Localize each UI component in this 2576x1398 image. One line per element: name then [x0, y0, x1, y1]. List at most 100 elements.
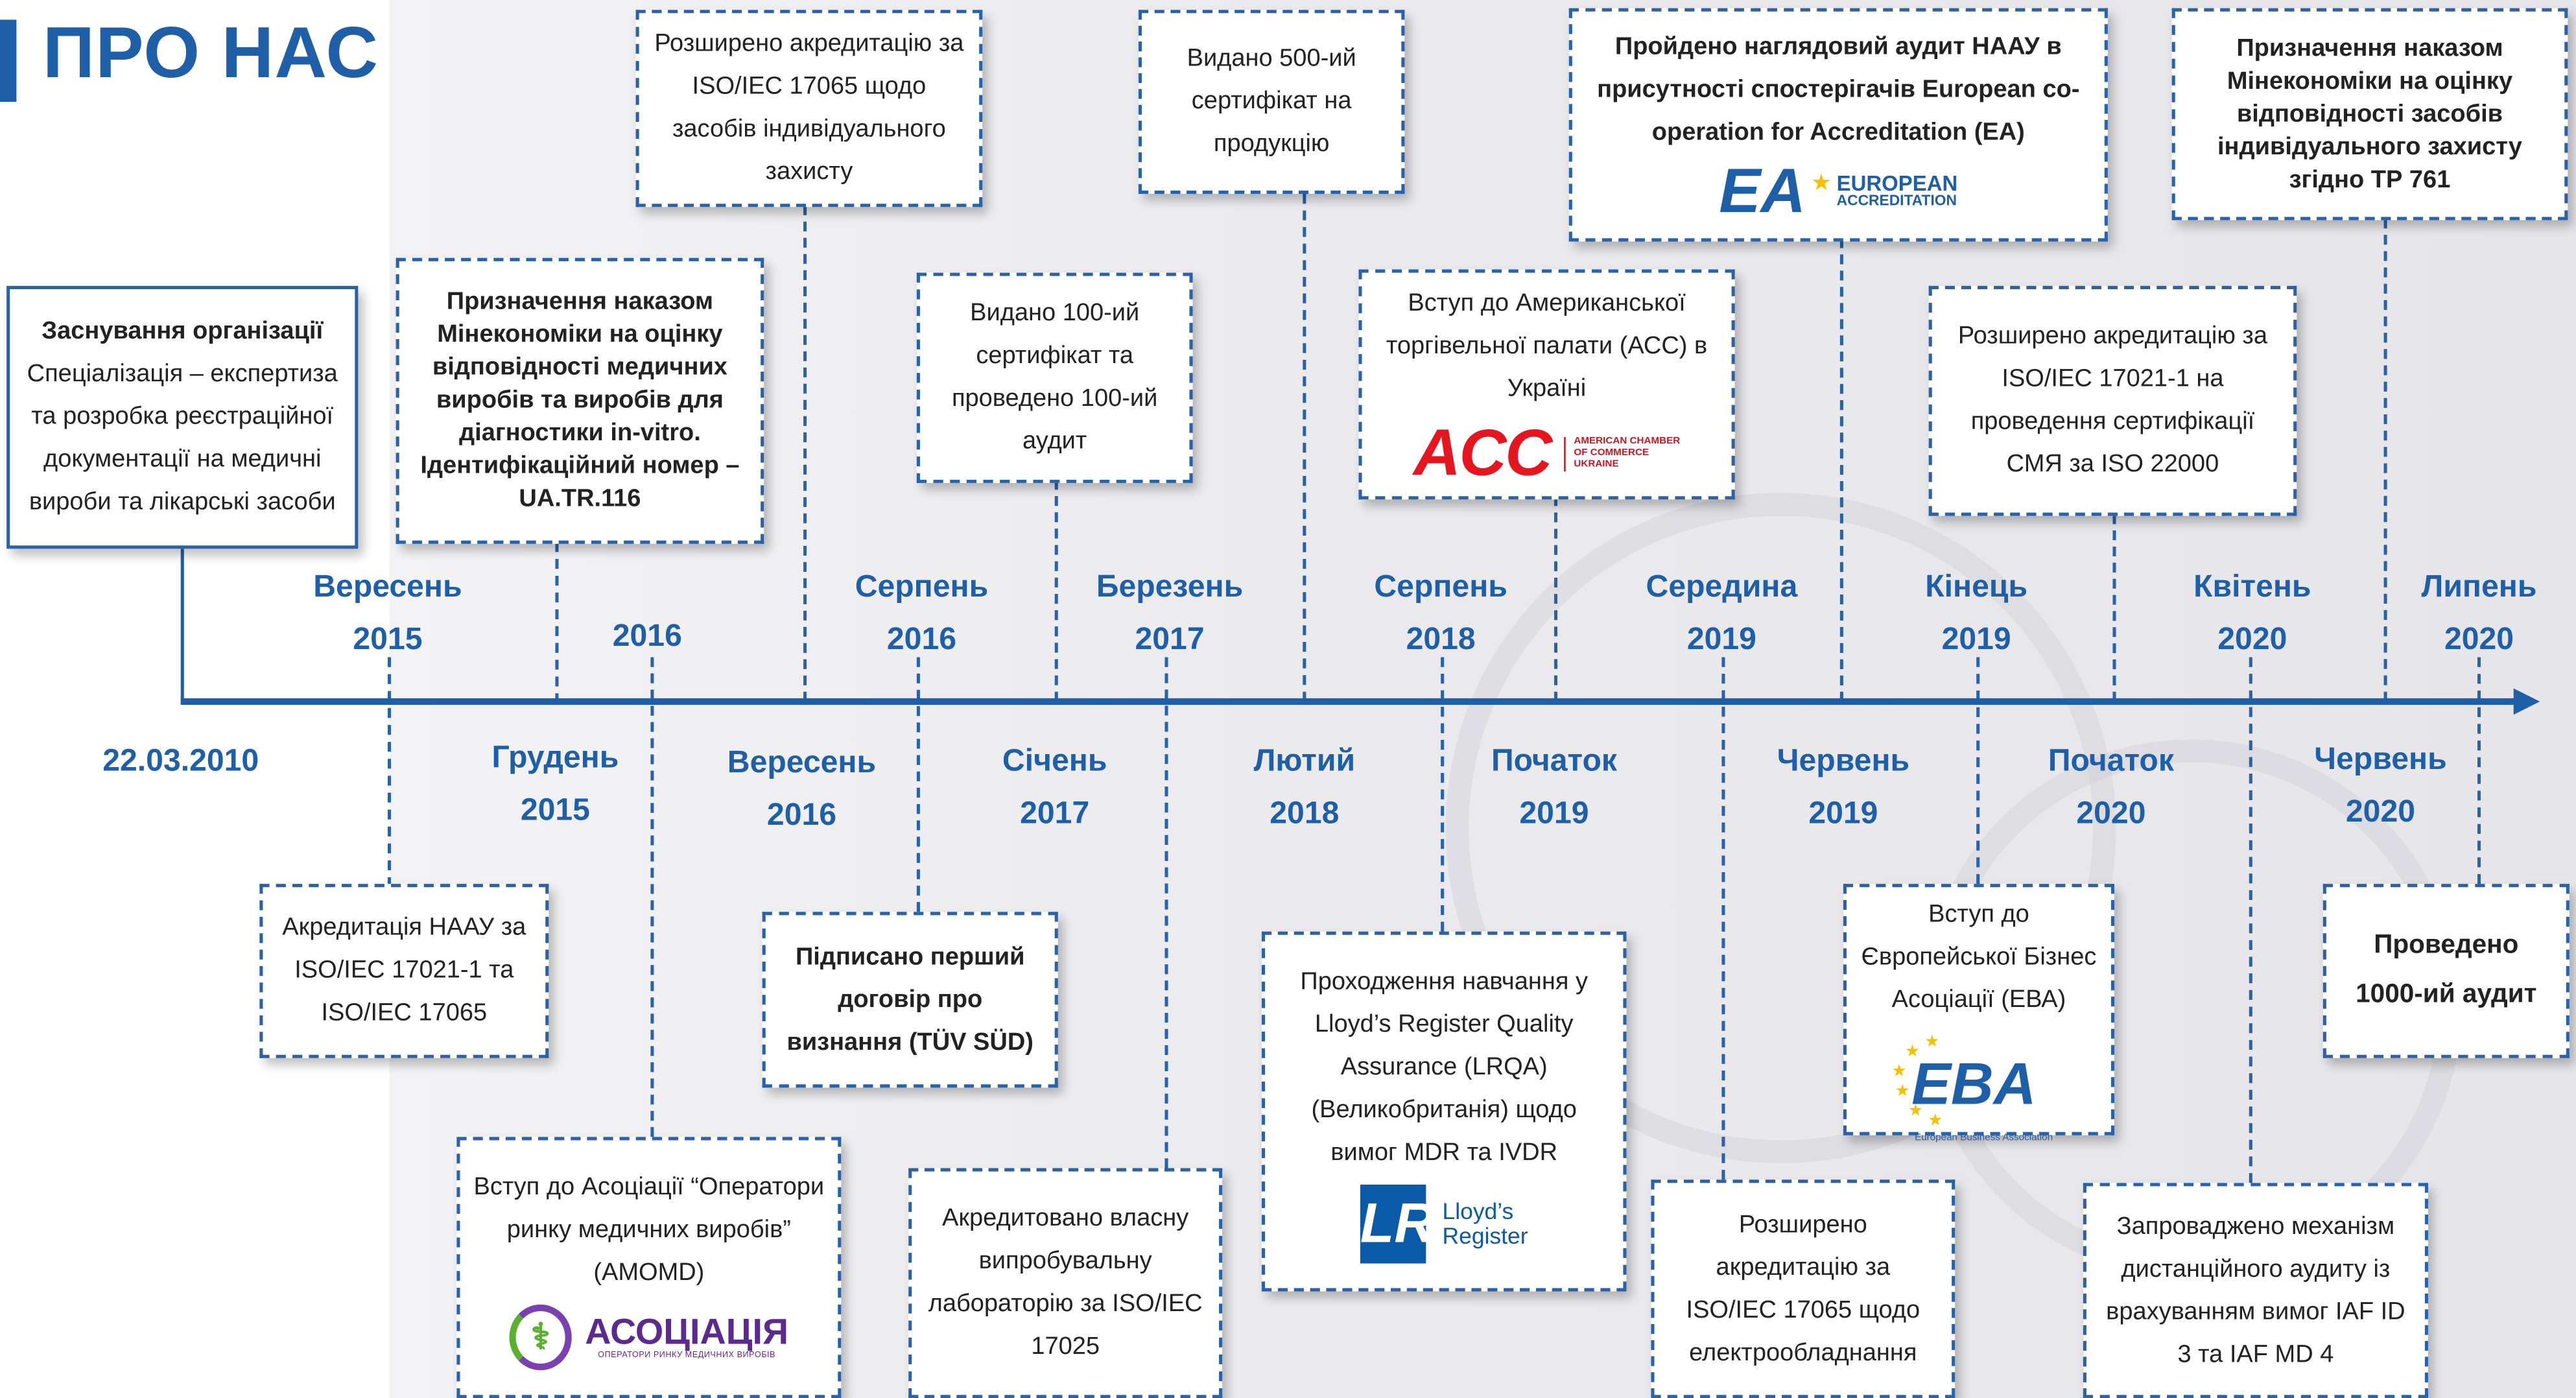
date-label: 2016	[612, 619, 682, 654]
connector	[1554, 496, 1558, 702]
timeline-arrow	[2513, 688, 2540, 715]
acc-logo-caption: AMERICAN CHAMBER OF COMMERCE UKRAINE	[1564, 436, 1680, 471]
event-text: Проведено 1000-ий аудит	[2356, 931, 2537, 1009]
star-icon: ★	[1908, 1102, 1923, 1121]
acc-logo: ACC AMERICAN CHAMBER OF COMMERCE UKRAINE	[1413, 421, 1680, 486]
event-text: Акредитовано власну випробувальну лабора…	[928, 1204, 1203, 1360]
event-tuv: Підписано перший договір про визнання (T…	[762, 912, 1058, 1088]
page-title: ПРО НАС	[42, 13, 379, 94]
acc-logo-mark: ACC	[1413, 417, 1553, 490]
event-cert500: Видано 500-ий сертифікат на продукцію	[1138, 10, 1405, 194]
lloyds-logo: LR Lloyd’s Register	[1360, 1183, 1528, 1263]
event-ea: Пройдено наглядовий аудит НААУ в присутн…	[1568, 8, 2108, 242]
connector	[2383, 218, 2387, 702]
event-mineconomy-2016: Призначення наказом Мінекономіки на оцін…	[396, 257, 764, 544]
event-text: Акредитація НААУ за ISO/IEC 17021-1 та I…	[282, 913, 526, 1027]
connector	[1441, 657, 1445, 932]
start-date: 22.03.2010	[102, 744, 259, 779]
event-text: Пройдено наглядовий аудит НААУ в присутн…	[1597, 32, 2080, 147]
event-founding: Заснування організації Спеціалізація – е…	[6, 285, 359, 549]
connector	[803, 205, 807, 702]
event-cert100: Видано 100-ий сертифікат та проведено 10…	[916, 272, 1193, 483]
lloyds-logo-mark: LR	[1360, 1183, 1435, 1263]
event-audit1000: Проведено 1000-ий аудит	[2322, 884, 2570, 1058]
event-naau: Акредитація НААУ за ISO/IEC 17021-1 та I…	[259, 884, 549, 1058]
connector	[1839, 238, 1843, 702]
connector	[1164, 657, 1168, 1168]
event-text: Призначення наказом Мінекономіки на оцін…	[420, 287, 740, 513]
event-text: Видано 500-ий сертифікат на продукцію	[1187, 44, 1356, 158]
event-amomd: Вступ до Асоціації “Оператори ринку меди…	[456, 1137, 842, 1398]
ea-logo-mark: EA	[1719, 158, 1806, 227]
event-electro: Розширено акредитацію за ISO/IEC 17065 щ…	[1651, 1179, 1956, 1398]
connector	[555, 542, 559, 704]
event-text: Підписано перший договір про визнання (T…	[786, 942, 1034, 1056]
event-text: Проходження навчання у Lloyd’s Register …	[1300, 967, 1588, 1166]
connector	[1976, 657, 1980, 884]
amomd-logo-mark: АСОЦІАЦІЯ	[585, 1310, 789, 1352]
eba-logo: EBA European Business Association ★ ★ ★ …	[1889, 1032, 2070, 1143]
star-icon: ★	[1928, 1112, 1943, 1131]
event-text: Видано 100-ий сертифікат та проведено 10…	[951, 299, 1158, 455]
connector	[2249, 657, 2252, 1183]
connector	[2477, 657, 2481, 884]
ea-logo: EA ★ EUROPEAN ACCREDITATION	[1719, 161, 1957, 223]
ea-logo-caption: EUROPEAN ACCREDITATION	[1836, 171, 1958, 209]
event-lab17025: Акредитовано власну випробувальну лабора…	[908, 1168, 1223, 1398]
amomd-logo: ⚕ АСОЦІАЦІЯ ОПЕРАТОРИ РИНКУ МЕДИЧНИХ ВИР…	[509, 1303, 789, 1369]
event-text: Вступ до Американської торгівельної пала…	[1386, 289, 1708, 403]
event-text: Призначення наказом Мінекономіки на оцін…	[2217, 33, 2522, 193]
connector	[916, 657, 920, 912]
connector	[2112, 514, 2116, 702]
event-text: Розширено акредитацію за ISO/IEC 17065 щ…	[654, 29, 964, 186]
event-text: Розширено акредитацію за ISO/IEC 17021-1…	[1957, 322, 2268, 479]
eba-logo-caption: European Business Association	[1915, 1133, 2053, 1144]
lloyds-logo-caption: Lloyd’s Register	[1442, 1196, 1528, 1248]
star-icon: ★	[1812, 171, 1830, 194]
event-text: Спеціалізація – експертиза та розробка р…	[27, 359, 338, 516]
event-text: Розширено акредитацію за ISO/IEC 17065 щ…	[1686, 1210, 1920, 1366]
caduceus-icon: ⚕	[509, 1303, 572, 1369]
event-eba: Вступ до Європейської Бізнес Асоціації (…	[1843, 884, 2115, 1144]
event-remote: Запроваджено механізм дистанційного ауди…	[2083, 1183, 2428, 1398]
amomd-logo-caption: ОПЕРАТОРИ РИНКУ МЕДИЧНИХ ВИРОБІВ	[598, 1349, 775, 1360]
event-title: Заснування організації	[41, 317, 324, 346]
start-tick	[180, 547, 184, 704]
title-accent-bar	[0, 19, 17, 102]
star-icon: ★	[1904, 1043, 1920, 1061]
connector	[650, 657, 654, 1137]
connector	[1721, 657, 1725, 1180]
event-tr761: Призначення наказом Мінекономіки на оцін…	[2171, 8, 2568, 220]
event-text: Вступ до Європейської Бізнес Асоціації (…	[1861, 900, 2097, 1014]
event-lrqa: Проходження навчання у Lloyd’s Register …	[1261, 931, 1627, 1292]
event-accreditation-ppe: Розширено акредитацію за ISO/IEC 17065 щ…	[635, 10, 983, 207]
event-acc: Вступ до Американської торгівельної пала…	[1358, 269, 1735, 500]
star-icon: ★	[1924, 1033, 1940, 1052]
connector	[1303, 193, 1306, 702]
connector	[387, 657, 392, 888]
event-text: Запроваджено механізм дистанційного ауди…	[2106, 1211, 2405, 1368]
timeline-axis	[180, 698, 2522, 705]
event-text: Вступ до Асоціації “Оператори ринку меди…	[473, 1172, 825, 1286]
connector	[1054, 479, 1058, 702]
event-iso22000: Розширено акредитацію за ISO/IEC 17021-1…	[1928, 285, 2297, 516]
star-icon: ★	[1891, 1063, 1907, 1082]
star-icon: ★	[1895, 1082, 1910, 1101]
